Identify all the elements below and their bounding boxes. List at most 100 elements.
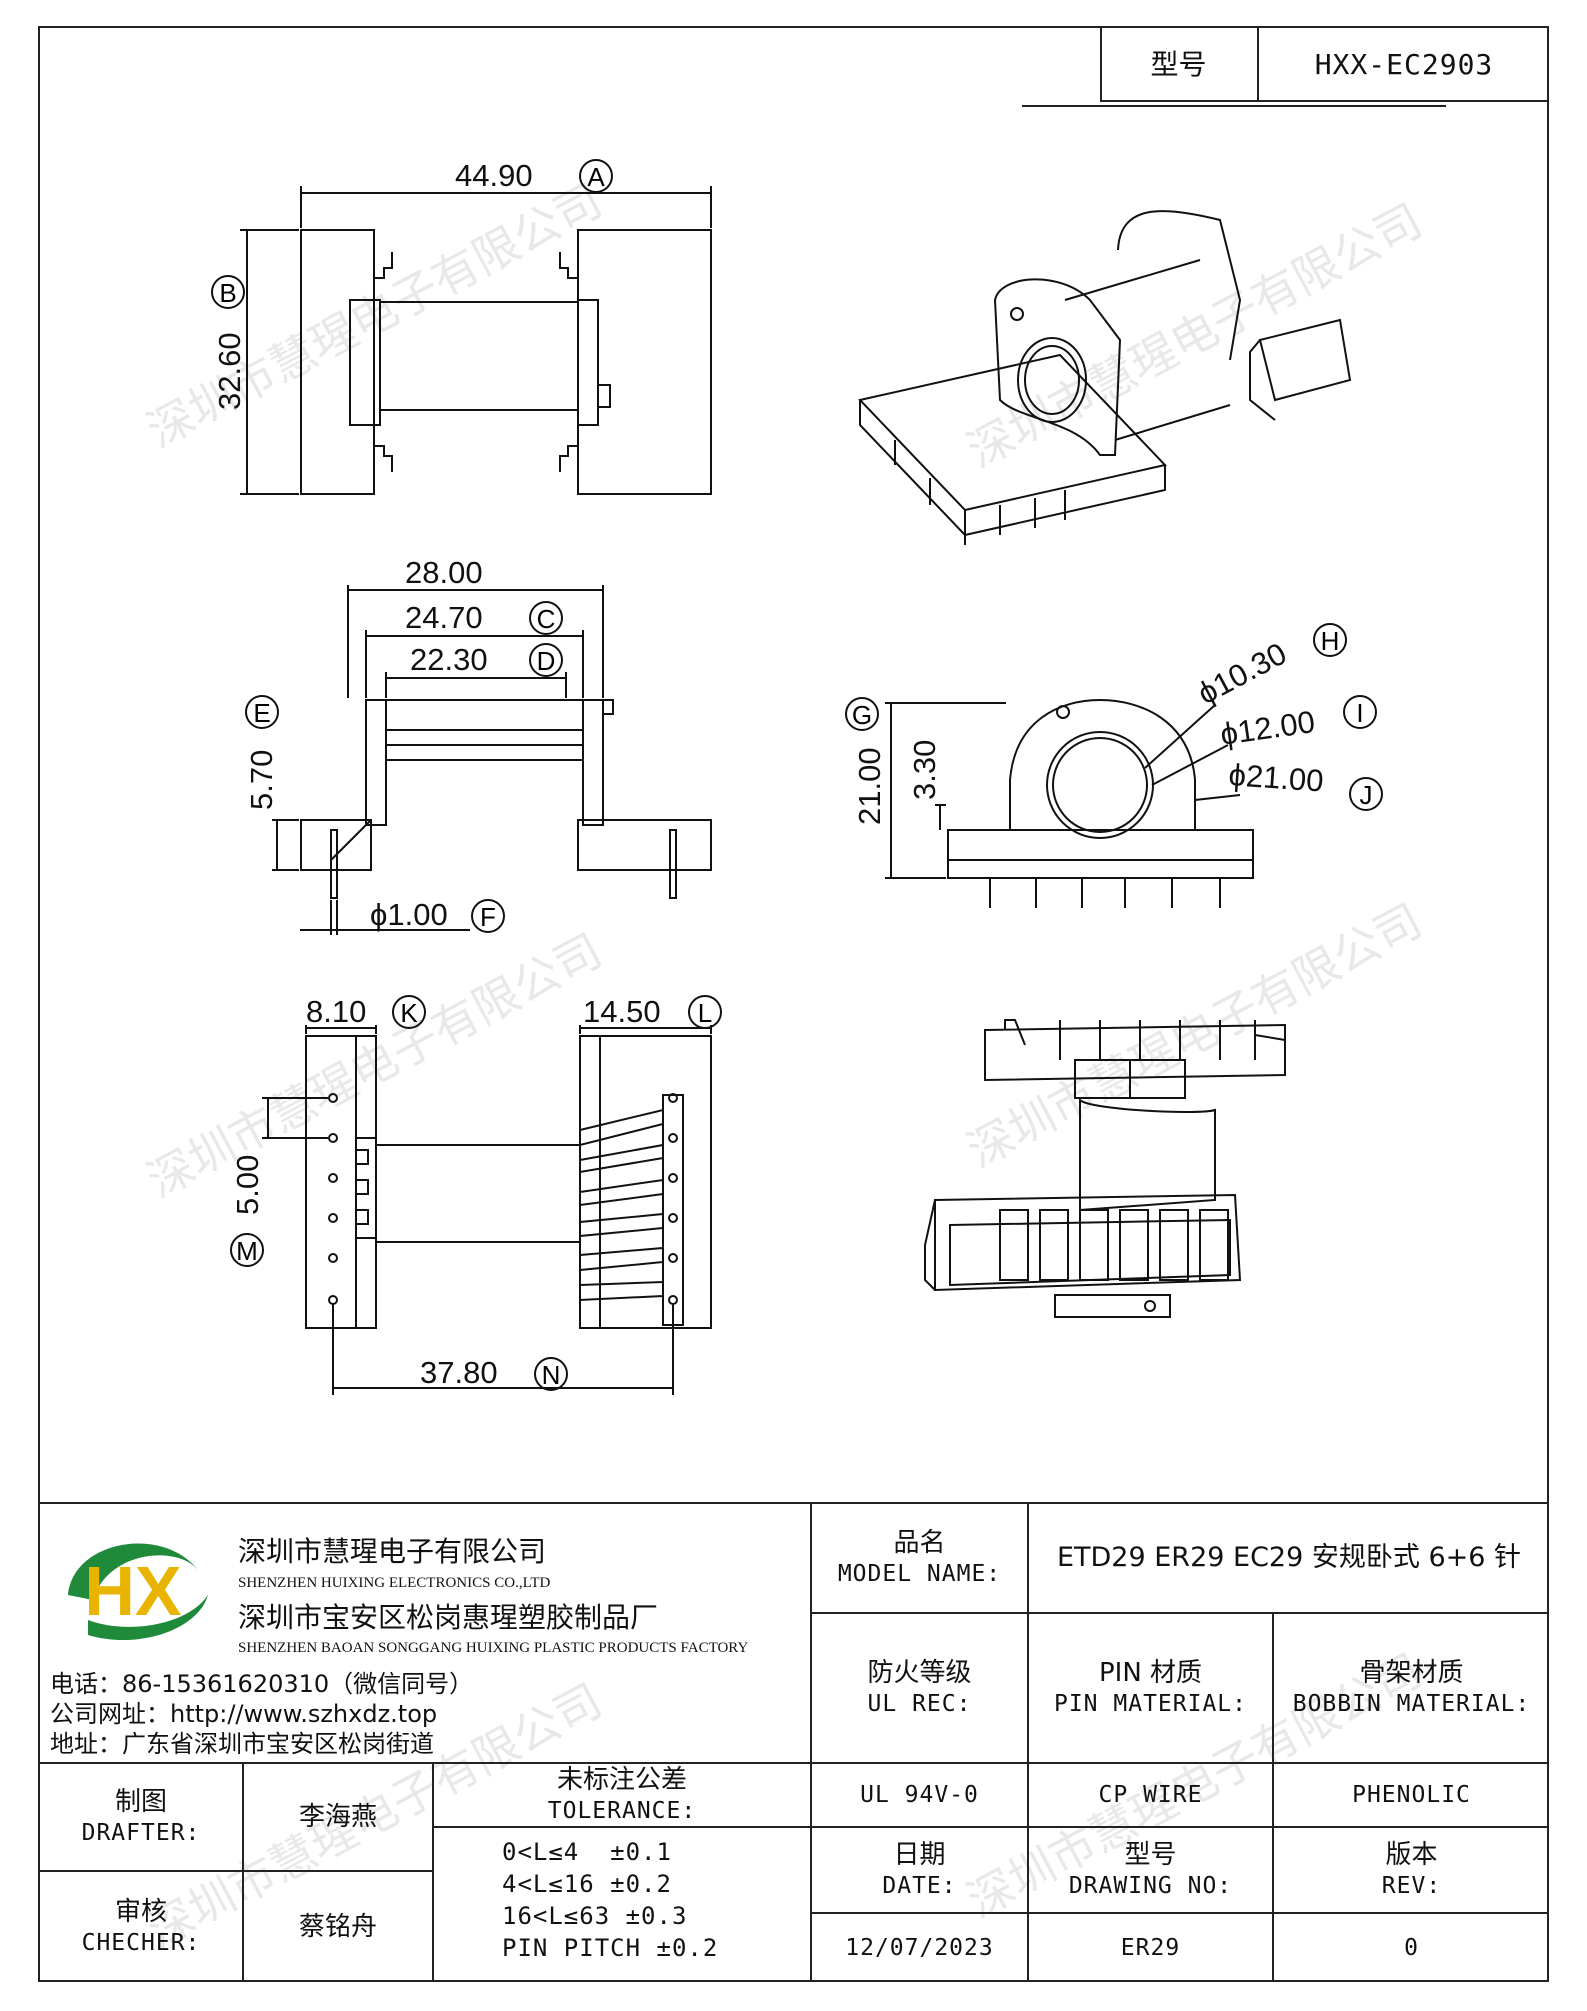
dim-g: 21.00: [852, 747, 887, 825]
dim-c-letter: C: [537, 604, 556, 634]
rev-en: REV:: [1381, 1872, 1442, 1899]
company-website: 公司网址：http://www.szhxdz.top: [50, 1700, 438, 1728]
iso-view-bottom: [924, 1019, 1286, 1318]
ul-rec-value: UL 94V-0: [860, 1781, 979, 1808]
tolerance-line: 4<L≤16 ±0.2: [502, 1870, 672, 1898]
company-address: 地址：广东省深圳市宝安区松岗街道: [50, 1730, 434, 1758]
dim-i-letter: I: [1356, 698, 1363, 728]
dim-d: 22.30: [410, 642, 488, 677]
dim-f: ϕ1.00: [370, 897, 448, 932]
side-view: [272, 585, 712, 935]
title-block-top-line: [38, 1502, 1549, 1504]
ul-rec-label: 防火等级 UL REC:: [812, 1614, 1027, 1762]
rev-value: 0: [1404, 1934, 1419, 1961]
drafter-label: 制图 DRAFTER:: [40, 1764, 242, 1870]
factory-name-en: SHENZHEN BAOAN SONGGANG HUIXING PLASTIC …: [238, 1640, 749, 1656]
grid-line: [810, 1612, 1549, 1614]
drafter-en: DRAFTER:: [81, 1819, 201, 1846]
model-name-cn: 品名: [893, 1528, 946, 1559]
dim-3-30: 3.30: [907, 740, 942, 800]
bobbin-material-label: 骨架材质 BOBBIN MATERIAL:: [1274, 1614, 1549, 1762]
technical-drawing: 44.90 A B 32.60 28.00 24.70 C 22.30 D E …: [211, 158, 1383, 1395]
dim-e-letter: E: [253, 698, 270, 728]
front-view: [885, 698, 1254, 908]
drawing-no-value: ER29: [1120, 1934, 1181, 1961]
header-type-label: 型号: [1150, 47, 1207, 81]
dim-b-letter: B: [219, 278, 236, 308]
pin-material-label: PIN 材质 PIN MATERIAL:: [1029, 1614, 1272, 1762]
tolerance-line: PIN PITCH ±0.2: [502, 1934, 719, 1962]
drafter-cn: 制图: [114, 1787, 167, 1818]
grid-line: [38, 1762, 1549, 1764]
pin-material-cn: PIN 材质: [1098, 1658, 1203, 1689]
dim-m-letter: M: [236, 1236, 258, 1266]
dim-e: 5.70: [244, 750, 279, 810]
dim-a-letter: A: [587, 162, 605, 192]
dim-h: ϕ10.30: [1192, 636, 1292, 711]
dim-n-letter: N: [542, 1360, 561, 1390]
grid-line: [432, 1826, 810, 1828]
drawing-no-cn: 型号: [1124, 1840, 1177, 1871]
checker-value: 蔡铭舟: [298, 1911, 377, 1942]
tolerance-line: 0<L≤4 ±0.1: [502, 1838, 672, 1866]
checker-en: CHECHER:: [81, 1929, 201, 1956]
drawing-no-label: 型号 DRAWING NO:: [1029, 1828, 1272, 1912]
grid-line: [810, 1912, 1549, 1914]
tolerance-en: TOLERANCE:: [547, 1797, 697, 1824]
ul-rec-en: UL REC:: [867, 1690, 972, 1717]
dim-i: ϕ12.00: [1218, 704, 1317, 752]
company-name-cn: 深圳市慧瑆电子有限公司: [238, 1535, 547, 1568]
header-type-box: [1100, 26, 1549, 102]
iso-view-top: [858, 210, 1352, 545]
dim-j: ϕ21.00: [1228, 757, 1325, 799]
tolerance-cn: 未标注公差: [556, 1765, 687, 1796]
tolerance-line: 16<L≤63 ±0.3: [502, 1902, 688, 1930]
company-name-en: SHENZHEN HUIXING ELECTRONICS CO.,LTD: [238, 1575, 551, 1591]
tolerance-table: 0<L≤4 ±0.1 4<L≤16 ±0.2 16<L≤63 ±0.3 PIN …: [502, 1836, 718, 1964]
model-name-label: 品名 MODEL NAME:: [812, 1504, 1027, 1612]
factory-name-cn: 深圳市宝安区松岗惠瑆塑胶制品厂: [238, 1601, 659, 1634]
pin-material-value: CP WIRE: [1098, 1781, 1203, 1808]
checker-label: 审核 CHECHER:: [40, 1872, 242, 1982]
dim-l: 14.50: [583, 994, 661, 1029]
drawing-no-en: DRAWING NO:: [1068, 1872, 1233, 1899]
pin-material-en: PIN MATERIAL:: [1053, 1690, 1247, 1717]
ul-rec-cn: 防火等级: [867, 1658, 972, 1689]
dim-c: 24.70: [405, 600, 483, 635]
grid-line: [1272, 1612, 1274, 1982]
date-label: 日期 DATE:: [812, 1828, 1027, 1912]
dim-k: 8.10: [306, 994, 366, 1029]
company-phone: 电话：86-15361620310（微信同号）: [50, 1670, 474, 1698]
grid-line: [38, 1870, 432, 1872]
dim-m: 5.00: [230, 1155, 265, 1215]
dim-g-letter: G: [852, 700, 872, 730]
grid-line: [1027, 1502, 1029, 1982]
dim-28: 28.00: [405, 555, 483, 590]
grid-line: [432, 1762, 434, 1982]
rev-cn: 版本: [1385, 1840, 1438, 1871]
dim-a: 44.90: [455, 158, 533, 193]
grid-line: [810, 1502, 812, 1982]
header-type-value: HXX-EC2903: [1314, 47, 1494, 81]
model-name-value: ETD29 ER29 EC29 安规卧式 6+6 针: [1056, 1542, 1522, 1574]
dim-n: 37.80: [420, 1355, 498, 1390]
header-divider: [1257, 26, 1259, 102]
dim-h-letter: H: [1321, 626, 1340, 656]
bottom-view: [262, 1025, 712, 1395]
dim-f-letter: F: [480, 902, 496, 932]
top-view: [240, 186, 712, 495]
header-underline: [1022, 105, 1446, 107]
date-en: DATE:: [882, 1872, 957, 1899]
dim-l-letter: L: [698, 998, 712, 1028]
grid-line: [810, 1826, 1549, 1828]
logo-text: HX: [84, 1552, 182, 1630]
dim-b: 32.60: [212, 332, 247, 410]
grid-line: [242, 1762, 244, 1982]
checker-cn: 审核: [114, 1897, 167, 1928]
date-value: 12/07/2023: [845, 1934, 994, 1961]
drafter-value: 李海燕: [298, 1801, 377, 1832]
dimension-labels: 44.90 A B 32.60 28.00 24.70 C 22.30 D E …: [211, 158, 1383, 1391]
tolerance-label: 未标注公差 TOLERANCE:: [434, 1764, 810, 1826]
company-logo: HX: [68, 1543, 208, 1641]
rev-label: 版本 REV:: [1274, 1828, 1549, 1912]
